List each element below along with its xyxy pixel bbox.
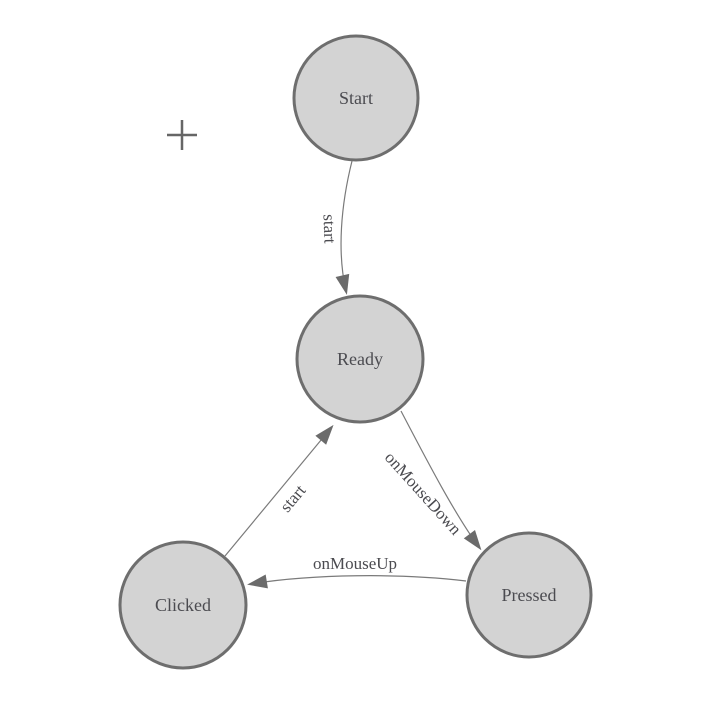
edge-label-onmousedown: onMouseDown xyxy=(381,448,466,539)
node-clicked-circle[interactable] xyxy=(118,540,248,670)
node-start-label: Start xyxy=(339,88,373,108)
plus-crosshair-strokes xyxy=(167,120,197,150)
edge-line[interactable] xyxy=(400,410,482,551)
node-ready[interactable]: Ready xyxy=(295,294,425,424)
edge-clicked-to-ready[interactable]: start xyxy=(224,424,334,557)
edge-label-start-1: start xyxy=(319,214,339,244)
node-start[interactable]: Start xyxy=(292,34,420,162)
node-ready-circle[interactable] xyxy=(295,294,425,424)
edge-pressed-to-clicked[interactable]: onMouseUp xyxy=(247,554,467,589)
edge-label-onmouseup: onMouseUp xyxy=(313,554,397,573)
edge-line[interactable] xyxy=(247,574,467,589)
node-pressed[interactable]: Pressed xyxy=(465,531,593,659)
node-clicked-label: Clicked xyxy=(155,595,211,615)
edge-ready-to-pressed[interactable]: onMouseDown xyxy=(381,410,482,551)
node-ready-label: Ready xyxy=(337,349,383,369)
node-clicked[interactable]: Clicked xyxy=(118,540,248,670)
edge-label-start-2: start xyxy=(276,481,310,516)
plus-crosshair-icon[interactable] xyxy=(167,120,197,150)
node-pressed-label: Pressed xyxy=(502,585,557,605)
edge-start-to-ready[interactable]: start xyxy=(319,160,353,295)
node-start-circle[interactable] xyxy=(292,34,420,162)
edge-line[interactable] xyxy=(224,424,334,557)
node-pressed-circle[interactable] xyxy=(465,531,593,659)
edge-line[interactable] xyxy=(335,160,353,295)
